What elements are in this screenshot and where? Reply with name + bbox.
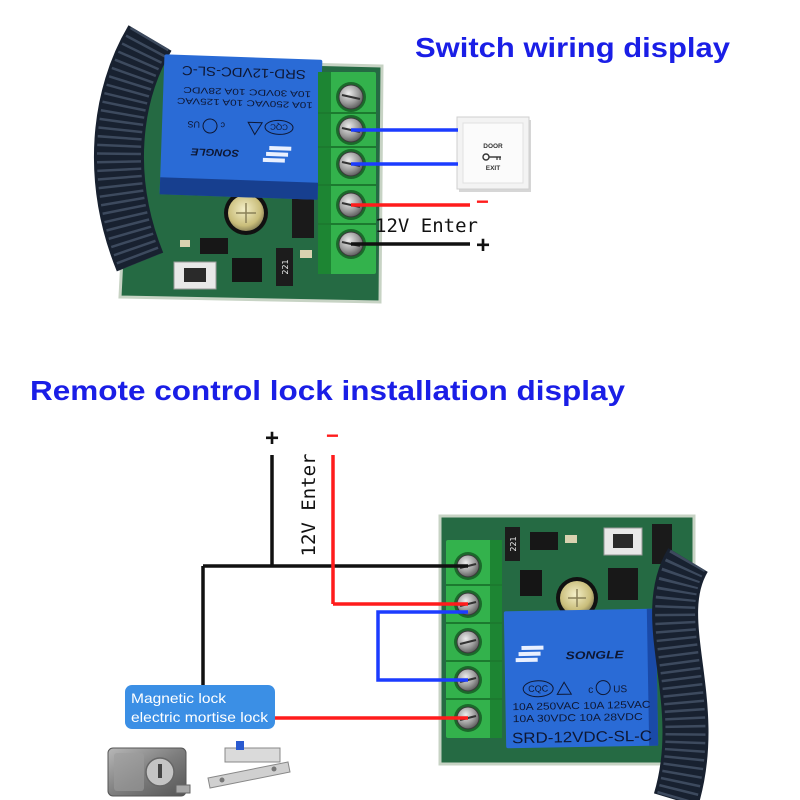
lock-label: Magnetic lock electric mortise lock — [125, 685, 275, 729]
ul-mark-icon — [202, 118, 218, 134]
switch-wiring-relay-module: 221 SONGLE CQC c U — [93, 25, 384, 304]
relay: SONGLE CQC c US 10A 250VAC 10A 125VAC 10… — [159, 54, 323, 200]
button-cap — [184, 268, 206, 282]
lock-installation-relay-module: 221 — [438, 514, 709, 800]
terminal-block — [318, 72, 376, 274]
transistor — [200, 238, 228, 254]
ul-mark-c: c — [588, 685, 593, 696]
songle-logo-stripe — [521, 645, 544, 651]
ic-chip — [232, 258, 262, 282]
screw-slot — [341, 94, 361, 100]
relay-rating-ac: 10A 250VAC 10A 125VAC — [512, 700, 650, 713]
relay-model: SRD-12VDC-SL-C — [512, 728, 652, 747]
capacitor — [224, 191, 268, 235]
rim-lock-keyhole — [158, 764, 162, 778]
warning-triangle-icon — [556, 681, 573, 695]
negative-sign: − — [476, 189, 489, 214]
supply-label: 12V Enter — [298, 454, 320, 557]
cqc-mark: CQC — [270, 122, 288, 132]
relay-model: SRD-12VDC-SL-C — [182, 63, 306, 82]
relay-rating-dc: 10A 30VDC 10A 28VDC — [513, 712, 643, 725]
chip-body — [505, 527, 520, 561]
relay-rating-dc: 10A 30VDC 10A 28VDC — [183, 85, 311, 99]
terminal-block — [446, 540, 502, 738]
rim-lock-icon — [107, 747, 191, 797]
lock-label-line2: electric mortise lock — [131, 709, 269, 725]
learn-button — [603, 527, 643, 556]
screw-slot — [459, 639, 477, 645]
rim-lock-faceplate — [114, 753, 144, 791]
lock-installation-title: Remote control lock installation display — [30, 375, 625, 406]
button-cap — [613, 534, 633, 548]
relay-brand: SONGLE — [191, 145, 240, 158]
key-icon — [482, 153, 501, 161]
ul-mark-c: c — [220, 120, 225, 130]
cqc-mark-outline — [264, 119, 294, 135]
warning-triangle-icon — [247, 121, 264, 136]
songle-logo-stripe — [266, 151, 289, 157]
ic-chip — [520, 570, 542, 596]
songle-logo-stripe — [518, 651, 541, 657]
blue-jumper-wire — [376, 610, 468, 682]
relay-rating-ac: 10A 250VAC 10A 125VAC — [177, 96, 313, 111]
chip-221: 221 — [276, 248, 293, 286]
relay: SONGLE CQC c US 10A 250VAC 10A 125VAC 10… — [503, 608, 659, 749]
ic-chip — [292, 196, 314, 238]
lock-label-line1: Magnetic lock — [131, 690, 227, 706]
songle-logo-stripe — [515, 657, 538, 663]
cqc-mark-outline — [522, 680, 554, 698]
lock-label-box — [125, 685, 275, 729]
cqc-mark: CQC — [528, 684, 549, 694]
strike-screw — [219, 777, 225, 783]
smd-component — [565, 535, 577, 543]
electric-strike-icon — [207, 741, 291, 789]
ul-mark-us: US — [187, 119, 200, 129]
relay-base-shadow — [159, 177, 319, 200]
terminal-block-side — [490, 540, 502, 738]
strike-connector — [236, 741, 244, 750]
songle-logo-stripe — [262, 157, 285, 163]
chip-marking: 221 — [509, 536, 518, 551]
strike-plate — [207, 761, 291, 789]
positive-sign: + — [476, 232, 490, 259]
rim-lock-bolt — [175, 784, 191, 794]
capacitor — [556, 577, 598, 619]
smd-component — [300, 250, 312, 258]
door-exit-switch: DOOR EXIT — [456, 116, 531, 192]
terminal-block-side — [318, 72, 331, 274]
chip-221: 221 — [505, 527, 520, 561]
switch-button — [462, 122, 524, 184]
chip-marking: 221 — [281, 259, 290, 274]
smd-component — [180, 240, 190, 247]
ul-mark-us: US — [613, 684, 627, 695]
switch-text-exit: EXIT — [486, 165, 500, 172]
relay-body — [503, 608, 659, 749]
ic-chip — [608, 568, 638, 600]
positive-sign: + — [265, 425, 279, 452]
songle-logo-stripe — [269, 146, 292, 151]
switch-wiring-title: Switch wiring display — [415, 32, 730, 63]
relay-print-upside-down: SONGLE CQC c US 10A 250VAC 10A 125VAC 10… — [177, 63, 313, 163]
supply-label: 12V Enter — [375, 215, 478, 237]
strike-screw — [271, 766, 277, 772]
terminal-screw — [336, 82, 366, 112]
ul-mark-icon — [595, 680, 611, 696]
strike-body — [224, 747, 281, 763]
relay-brand: SONGLE — [566, 649, 625, 662]
learn-button — [173, 261, 217, 290]
antenna-coil-turns — [655, 549, 706, 800]
switch-text-door: DOOR — [483, 143, 503, 150]
transistor — [530, 532, 558, 550]
antenna-coil-turns — [96, 26, 170, 271]
terminal-screw — [454, 628, 482, 656]
negative-sign: − — [326, 423, 339, 448]
relay-body — [159, 54, 323, 200]
chip-body — [276, 248, 293, 286]
